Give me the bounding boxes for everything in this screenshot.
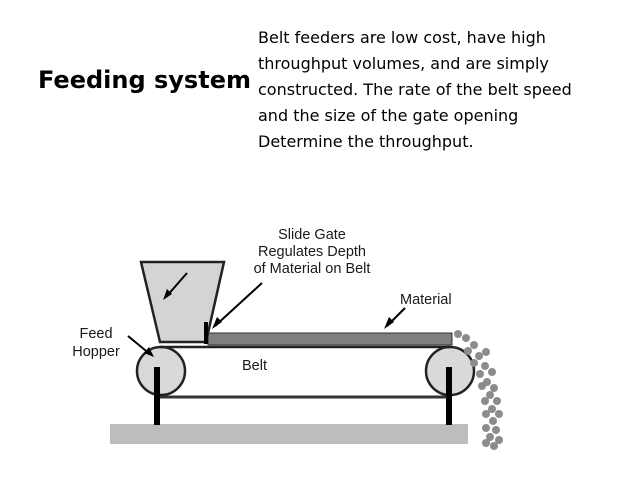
feed-hopper-arrowhead bbox=[144, 347, 154, 357]
material-particles bbox=[454, 330, 503, 450]
material-particle bbox=[482, 348, 490, 356]
material-arrowhead bbox=[384, 317, 394, 329]
left-pulley bbox=[135, 345, 187, 397]
description-text: Belt feeders are low cost, have high thr… bbox=[258, 25, 630, 155]
material-particle bbox=[462, 334, 470, 342]
description-line: and the size of the gate opening bbox=[258, 106, 519, 125]
material-particle bbox=[486, 391, 494, 399]
material-particle bbox=[475, 352, 483, 360]
description-line: throughput volumes, and are simply bbox=[258, 54, 549, 73]
material-particle bbox=[476, 370, 484, 378]
left-pulley-shaft bbox=[154, 367, 160, 397]
material-particle bbox=[488, 368, 496, 376]
material-label: Material bbox=[400, 292, 452, 308]
feed-hopper-label-line1: Feed bbox=[79, 326, 112, 342]
material-particle bbox=[481, 397, 489, 405]
slide-gate-arrowhead bbox=[212, 317, 222, 329]
material-particle bbox=[482, 439, 490, 447]
material-particle bbox=[482, 410, 490, 418]
material-particle bbox=[482, 424, 490, 432]
material-particle bbox=[454, 330, 462, 338]
material-particle bbox=[470, 341, 478, 349]
material-particle bbox=[464, 347, 472, 355]
belt-label: Belt bbox=[242, 358, 267, 374]
material-particle bbox=[493, 397, 501, 405]
slide-gate-label-line2: Regulates Depth bbox=[258, 244, 366, 260]
feed-hopper bbox=[139, 260, 226, 344]
material-particle bbox=[490, 384, 498, 392]
description-line: Determine the throughput. bbox=[258, 132, 474, 151]
feed-hopper-label-line2: Hopper bbox=[72, 344, 120, 360]
material-particle bbox=[486, 433, 494, 441]
material-particle bbox=[490, 442, 498, 450]
description-line: constructed. The rate of the belt speed bbox=[258, 80, 572, 99]
description-line: Belt feeders are low cost, have high bbox=[258, 28, 546, 47]
slide-title: Feeding system bbox=[38, 66, 251, 94]
material-particle bbox=[492, 426, 500, 434]
slide-gate-label-line1: Slide Gate bbox=[278, 227, 346, 243]
slide-gate-label-line3: of Material on Belt bbox=[254, 261, 371, 277]
slide-gate-arrow bbox=[214, 282, 263, 327]
material-layer bbox=[207, 332, 453, 346]
slide-gate bbox=[204, 322, 208, 344]
material-particle bbox=[481, 362, 489, 370]
base-plate bbox=[110, 424, 468, 444]
right-pulley-shaft bbox=[446, 367, 452, 397]
material-particle bbox=[478, 382, 486, 390]
material-particle bbox=[489, 417, 497, 425]
hopper-arrowhead bbox=[163, 289, 172, 300]
material-particle bbox=[495, 410, 503, 418]
material-particle bbox=[470, 359, 478, 367]
material-particle bbox=[495, 436, 503, 444]
material-particle bbox=[488, 405, 496, 413]
